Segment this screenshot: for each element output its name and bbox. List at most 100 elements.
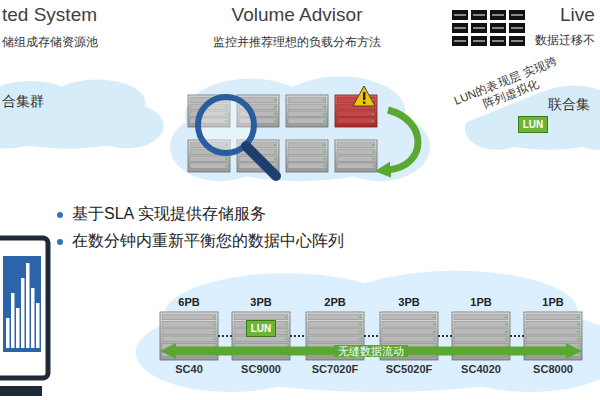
drive-row xyxy=(454,321,508,327)
drive-row xyxy=(190,156,228,162)
text-holder: LUN xyxy=(523,119,544,131)
capacity-label: 3PB xyxy=(222,296,300,309)
status-led xyxy=(577,346,579,348)
status-led xyxy=(274,158,276,160)
chart-bar xyxy=(6,318,10,348)
drive-row xyxy=(162,321,216,327)
heading-label: 监控并推荐理想的负载分布方法 xyxy=(147,35,447,49)
warning-mark xyxy=(363,102,365,104)
chart-bars xyxy=(6,263,40,348)
text-holder: SC4020 xyxy=(442,363,520,376)
status-led xyxy=(213,346,215,348)
status-led xyxy=(359,331,361,333)
storage-array: 1PBSC8000 xyxy=(524,312,582,360)
status-led xyxy=(213,338,215,340)
array-slot xyxy=(492,28,504,29)
chart-bar xyxy=(16,308,20,348)
status-led xyxy=(213,331,215,333)
status-led xyxy=(433,353,435,355)
server-body xyxy=(335,140,377,172)
model-label: SC9000 xyxy=(222,363,300,376)
chart-bar xyxy=(36,303,40,348)
status-led xyxy=(505,353,507,355)
status-led xyxy=(285,353,287,355)
chart-bar xyxy=(11,293,15,348)
model-label: SC8000 xyxy=(514,363,592,376)
heading-label: Volume Advisor xyxy=(197,4,397,27)
warning-mark xyxy=(363,92,365,100)
array-slot xyxy=(492,41,504,42)
drive-row xyxy=(288,163,326,169)
status-led xyxy=(433,316,435,318)
text-holder: SC40 xyxy=(150,363,228,376)
drive-row xyxy=(337,118,375,124)
tablet-frame xyxy=(0,238,48,378)
status-led xyxy=(372,144,374,146)
drive-row xyxy=(337,163,375,169)
status-led xyxy=(225,158,227,160)
text-holder: 1PB xyxy=(442,296,520,309)
server-symbol xyxy=(524,312,582,360)
array-art xyxy=(160,312,218,360)
array-block xyxy=(509,10,525,20)
server-body xyxy=(286,140,328,172)
link-line xyxy=(510,335,524,337)
drive-row xyxy=(337,111,375,117)
drive-row xyxy=(288,149,326,155)
heading-label: 数据迁移不 xyxy=(535,33,595,47)
drive-row xyxy=(308,321,362,327)
capacity-label: 6PB xyxy=(150,296,228,309)
drive-row xyxy=(454,343,508,349)
status-led xyxy=(505,316,507,318)
capacity-label: 1PB xyxy=(442,296,520,309)
text-holder: 联合集 xyxy=(548,96,590,114)
array-slot xyxy=(511,15,523,16)
status-led xyxy=(323,144,325,146)
cluster-label: 合集群 xyxy=(2,93,44,111)
label-holder: 基于SLA 实现提供存储服务 xyxy=(72,204,266,223)
status-led xyxy=(505,338,507,340)
server-symbol xyxy=(160,312,218,360)
heading-label: ted System xyxy=(2,4,97,27)
bullet-dot xyxy=(57,212,63,218)
array-block xyxy=(490,23,506,33)
status-led xyxy=(577,316,579,318)
status-led xyxy=(372,165,374,167)
status-led xyxy=(285,338,287,340)
server-body xyxy=(452,312,510,360)
status-led xyxy=(359,338,361,340)
array-slot xyxy=(511,41,523,42)
drive-row xyxy=(162,314,216,320)
drive-row xyxy=(526,314,580,320)
status-led xyxy=(372,113,374,115)
status-led xyxy=(433,331,435,333)
tablet-screen xyxy=(3,256,41,352)
status-led xyxy=(433,338,435,340)
label-holder: ted System xyxy=(2,4,97,27)
array-block xyxy=(452,10,468,20)
cloud-lobe xyxy=(567,108,600,150)
drive-row xyxy=(234,343,288,349)
status-led xyxy=(323,106,325,108)
array-slot xyxy=(473,41,485,42)
cloud-lobe xyxy=(436,313,600,392)
lun-tag: LUN xyxy=(246,320,276,337)
flow-label: 无缝数据流动 xyxy=(334,345,408,357)
lun-label: LUN xyxy=(523,119,544,131)
server-symbol xyxy=(286,95,328,127)
status-led xyxy=(372,158,374,160)
status-led xyxy=(359,316,361,318)
link-line xyxy=(218,335,232,337)
drive-row xyxy=(337,149,375,155)
status-led xyxy=(372,120,374,122)
array-slot xyxy=(473,15,485,16)
status-led xyxy=(505,346,507,348)
text-holder: 1PB xyxy=(514,296,592,309)
array-block xyxy=(471,23,487,33)
cloud-outline xyxy=(0,78,160,153)
status-led xyxy=(433,346,435,348)
bullet-text: 在数分钟内重新平衡您的数据中心阵列 xyxy=(72,231,344,250)
status-led xyxy=(577,331,579,333)
array-slot xyxy=(511,28,523,29)
